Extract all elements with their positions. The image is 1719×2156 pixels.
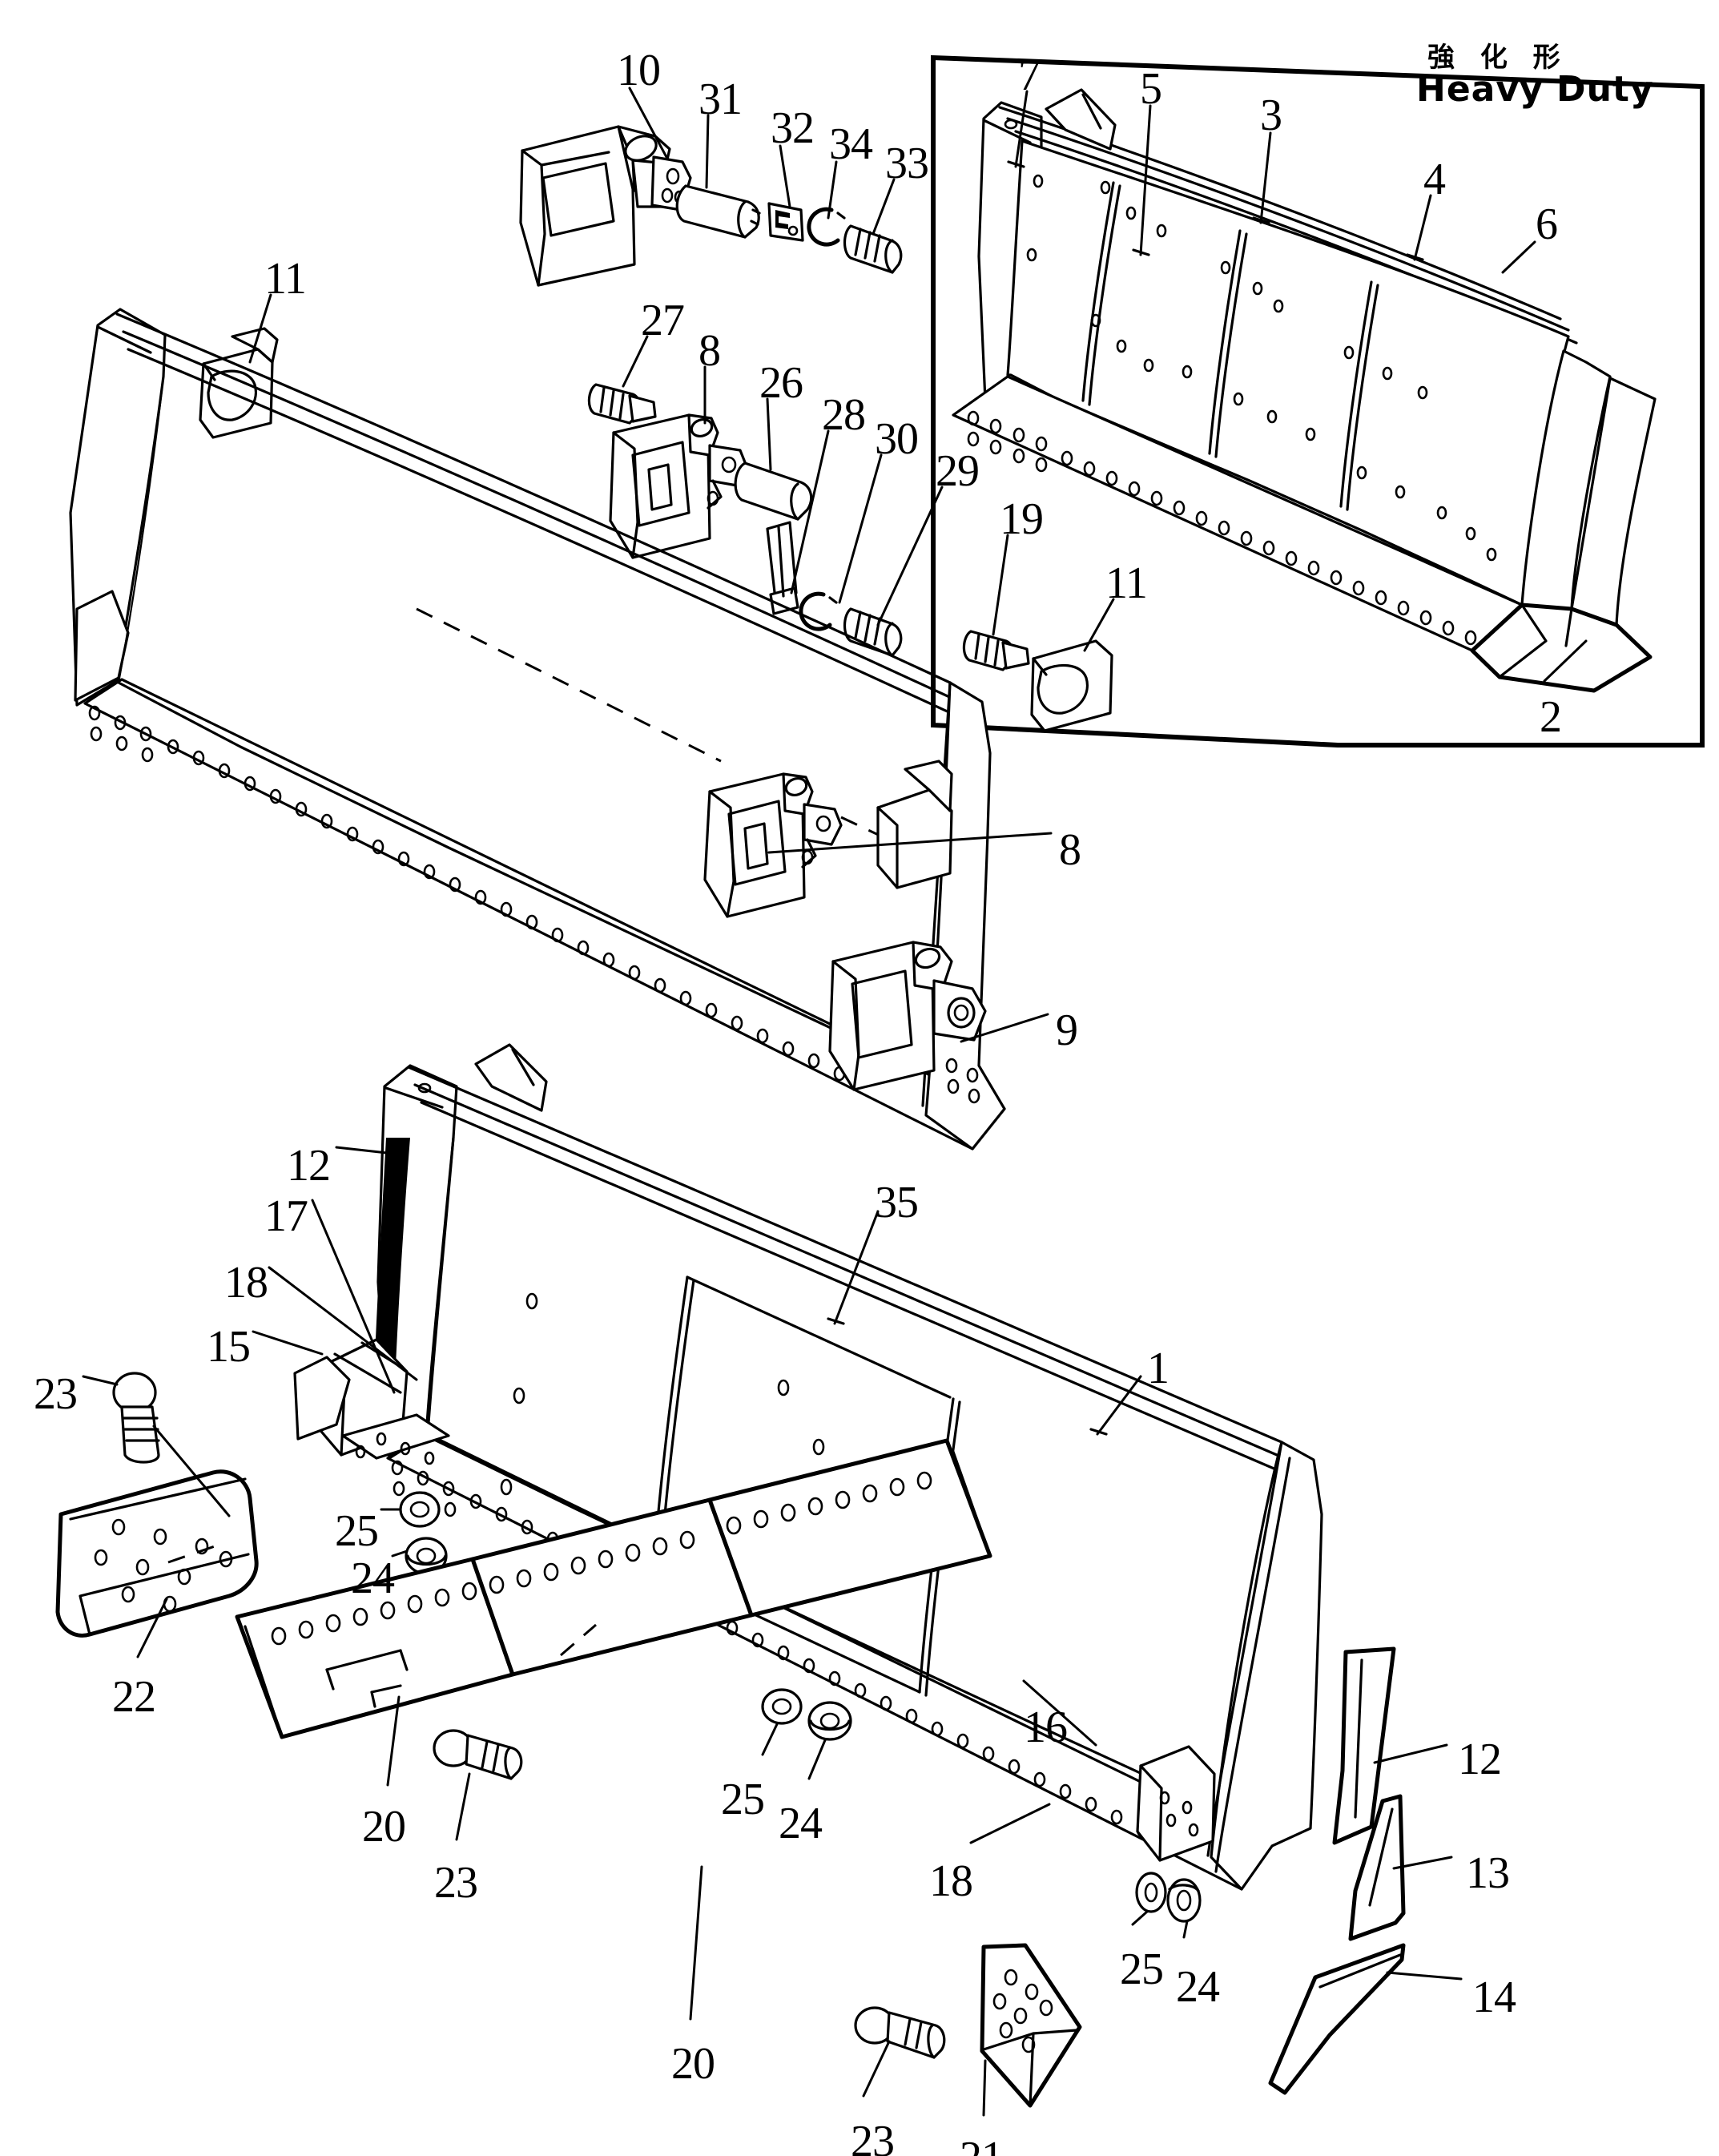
cutting-edge-20-mid xyxy=(470,1497,754,1677)
callout-18-bottom: 18 xyxy=(929,1856,973,1906)
callout-1: 1 xyxy=(1147,1344,1169,1393)
callout-33: 33 xyxy=(885,139,929,188)
side-wear-plate-12-right xyxy=(1332,1646,1396,1845)
callout-20-left: 20 xyxy=(362,1802,406,1852)
end-bit-22 xyxy=(55,1469,259,1638)
callout-26: 26 xyxy=(759,358,803,408)
bolt-28 xyxy=(766,521,799,615)
callout-16: 16 xyxy=(1024,1703,1068,1752)
bolt-23-upper-left xyxy=(112,1372,160,1464)
callout-28: 28 xyxy=(822,390,866,440)
bolt-23-edge-left xyxy=(433,1729,523,1780)
bolt-19 xyxy=(962,630,1030,671)
lower-blade-assembly xyxy=(373,1043,1323,1891)
callout-31: 31 xyxy=(698,75,743,124)
callout-29: 29 xyxy=(936,446,980,496)
bolt-33 xyxy=(843,224,903,274)
washer-25-center xyxy=(761,1688,803,1725)
heavy-duty-inset-box xyxy=(931,54,1705,748)
bracket-8-center xyxy=(703,772,843,918)
side-wear-plate-13 xyxy=(1348,1794,1406,1941)
callout-11-left: 11 xyxy=(264,254,307,304)
callout-7: 7 xyxy=(1018,50,1041,100)
callout-17: 17 xyxy=(264,1191,308,1241)
callout-34: 34 xyxy=(829,119,873,169)
callout-24-right: 24 xyxy=(1176,1962,1220,2012)
pin-31 xyxy=(675,184,761,239)
callout-24-left: 24 xyxy=(351,1554,395,1603)
callout-27: 27 xyxy=(641,296,685,345)
callout-15: 15 xyxy=(207,1322,251,1372)
leader-lines xyxy=(82,87,1588,2117)
callout-5: 5 xyxy=(1140,64,1162,114)
callout-24-center: 24 xyxy=(779,1799,823,1848)
wear-plate-21 xyxy=(980,1943,1082,2108)
callout-20-right: 20 xyxy=(671,2039,715,2089)
callout-13: 13 xyxy=(1466,1848,1510,1898)
nut-24-right xyxy=(1166,1878,1202,1923)
callout-8-center: 8 xyxy=(1059,825,1081,875)
callout-12-right: 12 xyxy=(1458,1735,1502,1784)
callout-8-upper: 8 xyxy=(698,326,721,376)
inset-label-heavy-duty: Heavy Duty xyxy=(1416,69,1654,110)
retainer-plate-32 xyxy=(767,202,804,242)
cutting-edge-20-right xyxy=(560,1438,992,1657)
cutting-edge-20-left xyxy=(235,1557,515,1739)
callout-22: 22 xyxy=(112,1672,156,1722)
callout-19: 19 xyxy=(1000,494,1044,544)
callout-18-left: 18 xyxy=(224,1258,268,1308)
inset-heavy-duty-blade xyxy=(952,88,1657,693)
snap-ring-30 xyxy=(799,591,838,631)
bracket-9 xyxy=(828,941,987,1091)
callout-21: 21 xyxy=(960,2135,1004,2156)
side-wear-plate-14 xyxy=(1268,1943,1406,2095)
snap-ring-34 xyxy=(807,207,846,247)
washer-25-right xyxy=(1135,1872,1167,1913)
callout-23-edge: 23 xyxy=(434,1858,478,1908)
callout-12-left: 12 xyxy=(287,1141,331,1191)
callout-6: 6 xyxy=(1536,199,1558,249)
cap-11-right xyxy=(1030,639,1113,732)
nut-24-center xyxy=(807,1701,852,1741)
callout-14: 14 xyxy=(1472,1973,1516,2022)
callout-4: 4 xyxy=(1423,155,1446,204)
callout-2: 2 xyxy=(1540,692,1562,742)
bracket-10-assembly xyxy=(519,125,692,287)
washer-25-left xyxy=(399,1491,441,1528)
callout-10: 10 xyxy=(617,46,661,95)
callout-3: 3 xyxy=(1260,91,1282,140)
callout-25-left: 25 xyxy=(335,1506,379,1556)
callout-9: 9 xyxy=(1056,1005,1078,1055)
bolt-23-bottom xyxy=(854,2006,946,2059)
callout-25-center: 25 xyxy=(721,1775,765,1824)
callout-23-upper: 23 xyxy=(34,1369,78,1419)
pin-26 xyxy=(734,461,813,521)
callout-23-bottom: 23 xyxy=(851,2117,895,2156)
callout-25-right: 25 xyxy=(1120,1944,1164,1994)
cap-11-left xyxy=(199,327,279,439)
callout-11-right: 11 xyxy=(1105,558,1148,608)
callout-30: 30 xyxy=(875,414,919,464)
callout-35: 35 xyxy=(875,1178,919,1227)
bolt-27 xyxy=(587,383,657,425)
callout-32: 32 xyxy=(771,103,815,153)
inset-label-japanese: 強 化 形 xyxy=(1427,42,1568,74)
